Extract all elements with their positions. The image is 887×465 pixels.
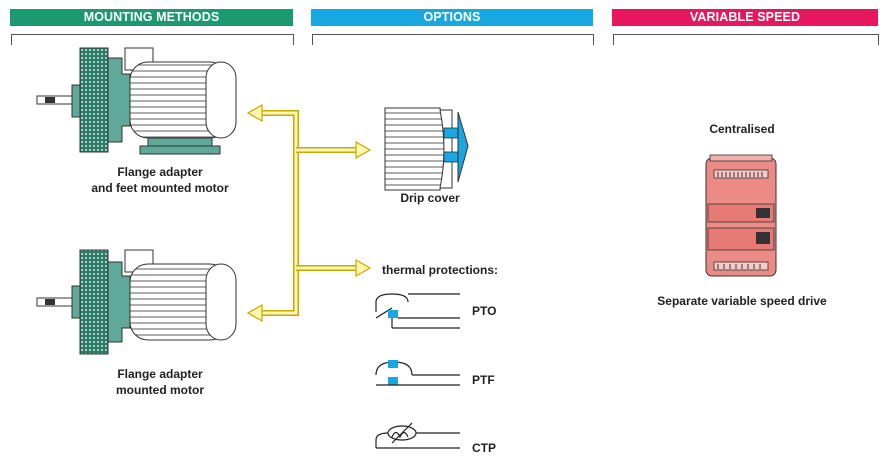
drip-cover-label: Drip cover: [400, 191, 460, 205]
ptf-label: PTF: [472, 373, 495, 387]
header-options: OPTIONS: [311, 9, 593, 26]
motor-feet-mounted: [36, 47, 237, 155]
header-mounting-methods: MOUNTING METHODS: [10, 9, 293, 26]
bracket-options: [312, 34, 594, 45]
ctp-label: CTP: [472, 441, 496, 455]
bracket-mounting: [11, 34, 294, 45]
centralised-label: Centralised: [709, 122, 775, 136]
motor2-label: Flange adapter mounted motor: [116, 367, 204, 397]
drip-cover-illustration: [384, 107, 469, 191]
header-variable-speed: VARIABLE SPEED: [612, 9, 878, 26]
pto-label: PTO: [472, 304, 497, 318]
variable-speed-drive: [705, 154, 777, 277]
ctp-symbol: [375, 422, 460, 449]
ptf-symbol: [375, 360, 460, 386]
thermal-protections-title: thermal protections:: [382, 263, 499, 277]
motor-flange-mounted: [36, 249, 237, 355]
motor1-label: Flange adapter and feet mounted motor: [91, 165, 229, 195]
drive-label: Separate variable speed drive: [657, 294, 827, 308]
pto-symbol: [375, 293, 460, 329]
connector-arrows: [246, 103, 372, 323]
bracket-speed: [613, 34, 879, 45]
